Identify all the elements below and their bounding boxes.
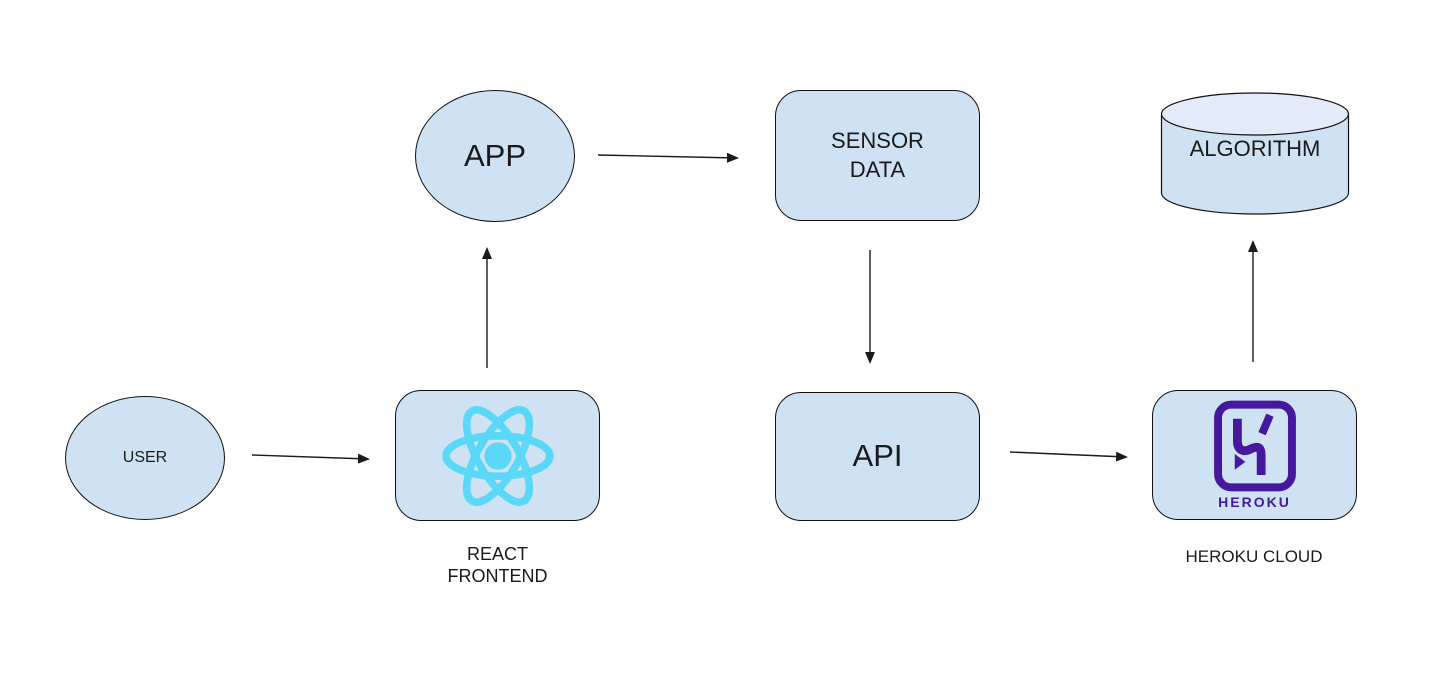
arrow-app-to-sensor <box>597 152 739 163</box>
node-user: USER <box>65 396 225 520</box>
node-sensor-data: SENSOR DATA <box>775 90 980 221</box>
node-algorithm-label: ALGORITHM <box>1189 136 1321 161</box>
node-heroku-cloud-label: HEROKU CLOUD <box>1185 547 1323 566</box>
node-react-frontend <box>395 390 600 521</box>
arrow-user-to-react <box>251 453 370 464</box>
node-app-label: APP <box>463 137 527 173</box>
node-api-label: API <box>852 438 903 474</box>
node-algorithm: ALGORITHM <box>1160 92 1350 216</box>
node-app: APP <box>415 90 575 222</box>
node-user-label: USER <box>122 448 168 466</box>
cylinder-shape <box>1160 92 1350 215</box>
node-react-frontend-label: REACT FRONTEND <box>447 544 548 586</box>
node-heroku-cloud: HEROKU <box>1152 390 1357 520</box>
node-sensor-data-label: SENSOR DATA <box>831 127 924 182</box>
heroku-logo-icon <box>1213 400 1296 492</box>
react-logo-icon <box>441 405 554 506</box>
arrow-api-to-heroku <box>1009 451 1128 462</box>
node-api: API <box>775 392 980 521</box>
heroku-wordmark: HEROKU <box>1218 494 1291 510</box>
